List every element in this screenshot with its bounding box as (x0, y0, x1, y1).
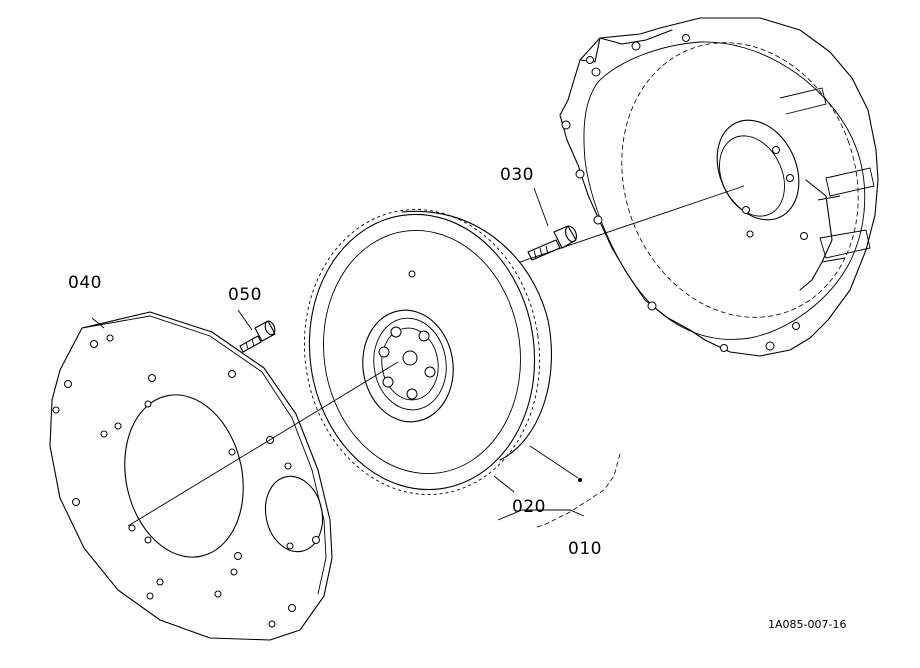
callout-020: 020 (512, 497, 546, 517)
center-lines (91, 185, 745, 529)
flywheel-housing (559, 17, 879, 357)
callout-010: 010 (568, 539, 602, 559)
callout-030: 030 (500, 165, 534, 185)
bolt-050 (239, 320, 276, 353)
callout-050: 050 (228, 285, 262, 305)
drawing-code: 1A085-007-16 (768, 618, 846, 631)
bolt-030 (527, 225, 577, 261)
flywheel-with-ring-gear (303, 209, 552, 495)
callout-040: 040 (68, 273, 102, 293)
back-plate-040 (49, 311, 333, 641)
